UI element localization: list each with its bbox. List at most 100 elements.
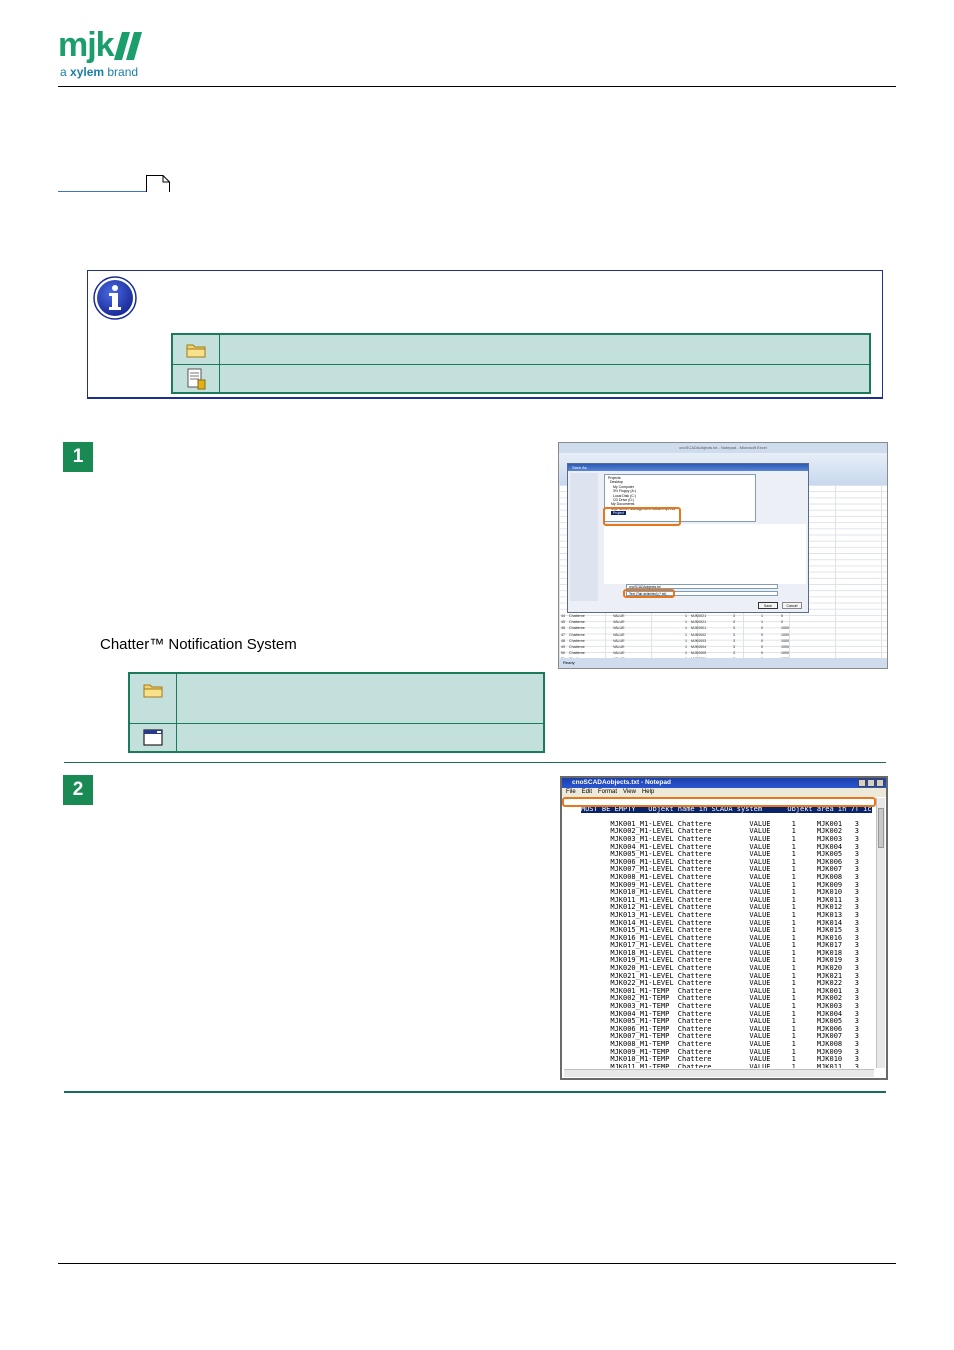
legend-icon-cell [173, 365, 220, 392]
footer-rule [58, 1263, 896, 1264]
tree-item[interactable]: My Computer [613, 484, 635, 489]
spreadsheet-cell: Chatterne [569, 651, 585, 656]
spreadsheet-cell: 1 [761, 620, 763, 625]
excel-save-as-screenshot: cnoSCADAobjects.txt - Notepad - Microsof… [558, 442, 888, 669]
horizontal-scrollbar[interactable] [564, 1069, 874, 1077]
spreadsheet-cell: 1000 [781, 626, 789, 631]
spreadsheet-cell: 3 [733, 626, 735, 631]
notepad-line: MJK014_M1-LEVEL Chattere VALUE 1 MJK014 … [564, 918, 860, 927]
spreadsheet-cell: 1 [685, 644, 687, 649]
legend-icon-cell [130, 724, 177, 751]
tree-item[interactable]: My Documents [611, 502, 635, 507]
notepad-line: MJK005_M1-LEVEL Chattere VALUE 1 MJK005 … [564, 850, 860, 859]
spreadsheet-cell: 1 [685, 651, 687, 656]
tree-item[interactable]: 3½ Floppy (A:) [613, 489, 636, 494]
notepad-line: MJK009_M1-TEMP Chattere VALUE 1 MJK009 3 [564, 1047, 860, 1056]
legend-row-document [173, 364, 869, 392]
spreadsheet-cell: Chatterne [569, 632, 585, 637]
tree-item[interactable]: CD Drive (D:) [613, 498, 634, 503]
spreadsheet-cell: Chatterne [569, 644, 585, 649]
spreadsheet-cell: VALUE [613, 638, 625, 643]
tree-item[interactable]: Local Disk (C:) [613, 493, 636, 498]
spreadsheet-cell: 1 [761, 614, 763, 618]
excel-title-bar: cnoSCADAobjects.txt - Notepad - Microsof… [559, 443, 887, 453]
spreadsheet-cell: MJK0021 [691, 614, 707, 618]
spreadsheet-cell: 1000 [781, 644, 789, 649]
spreadsheet-cell: 46 [561, 626, 565, 631]
notepad-line: MJK008_M1-TEMP Chattere VALUE 1 MJK008 3 [564, 1040, 860, 1048]
notepad-line: MJK010_M1-LEVEL Chattere VALUE 1 MJK010 … [564, 888, 860, 897]
highlight-save-as-type [623, 589, 675, 598]
menu-item-file[interactable]: File [566, 789, 576, 795]
logo-slashes-icon [114, 32, 142, 60]
spreadsheet-cell: 49 [561, 644, 565, 649]
notepad-line: MJK022_M1-LEVEL Chattere VALUE 1 MJK022 … [564, 979, 860, 988]
tree-item-folder[interactable]: Projects [608, 476, 621, 480]
maximize-icon[interactable] [867, 779, 875, 787]
notepad-line: MJK019_M1-LEVEL Chattere VALUE 1 MJK019 … [564, 956, 860, 965]
spreadsheet-cell: 3 [733, 614, 735, 618]
close-icon[interactable] [876, 779, 884, 787]
legend-row-folder [173, 335, 869, 364]
notepad-line: MJK017_M1-LEVEL Chattere VALUE 1 MJK017 … [564, 941, 860, 950]
notepad-line: MJK016_M1-LEVEL Chattere VALUE 1 MJK016 … [564, 933, 860, 942]
info-legend-table [171, 333, 871, 394]
window-icon [143, 729, 163, 746]
header-rule [58, 86, 896, 87]
link-underline[interactable] [58, 191, 146, 192]
notepad-line: MJK003_M1-TEMP Chattere VALUE 1 MJK003 3 [564, 1002, 860, 1011]
dialog-cancel-button[interactable]: Cancel [782, 602, 802, 609]
minimize-icon[interactable] [858, 779, 866, 787]
notepad-line: MJK008_M1-LEVEL Chattere VALUE 1 MJK008 … [564, 872, 860, 881]
menu-item-edit[interactable]: Edit [581, 789, 593, 795]
dialog-places-bar [570, 473, 598, 601]
scroll-thumb[interactable] [878, 808, 884, 848]
file-name-field[interactable]: cnoSCADAobjects.txt [626, 584, 778, 589]
vertical-scrollbar[interactable] [876, 798, 885, 1068]
notepad-line: MJK015_M1-LEVEL Chattere VALUE 1 MJK015 … [564, 926, 860, 935]
spreadsheet-cell: MJK0003 [691, 638, 707, 643]
notepad-line: MJK005_M1-TEMP Chattere VALUE 1 MJK005 3 [564, 1017, 860, 1026]
menu-item-view[interactable]: View [623, 789, 636, 795]
spreadsheet-cell: 3 [733, 651, 735, 656]
save-as-type-field[interactable]: Text (Tab delimited) (*.txt) [626, 591, 778, 596]
tree-item[interactable]: Desktop [610, 480, 623, 485]
spreadsheet-cell: 0 [761, 638, 763, 643]
highlight-project-folder [603, 507, 681, 526]
tree-item[interactable]: Project [611, 511, 626, 516]
notepad-line: MJK004_M1-LEVEL Chattere VALUE 1 MJK004 … [564, 842, 860, 851]
legend-row-folder [130, 674, 543, 723]
spreadsheet-cell: 0 [761, 644, 763, 649]
step-1-badge: 1 [63, 442, 93, 472]
dialog-save-button[interactable]: Save [758, 602, 778, 609]
spreadsheet-cell: 45 [561, 620, 565, 625]
folder-icon [143, 684, 163, 698]
menu-item-format[interactable]: Format [598, 789, 618, 795]
notepad-line: MJK002_M1-LEVEL Chattere VALUE 1 MJK002 … [564, 827, 860, 836]
spreadsheet-cell: 1 [685, 620, 687, 625]
notepad-line: MJK006_M1-LEVEL Chattere VALUE 1 MJK006 … [564, 857, 860, 866]
notepad-line: MJK011_M1-LEVEL Chattere VALUE 1 MJK011 … [564, 895, 860, 904]
logo-brand: mjk [58, 26, 115, 64]
notepad-line: MJK012_M1-LEVEL Chattere VALUE 1 MJK012 … [564, 903, 860, 912]
spreadsheet-cell: Chatterne [569, 620, 585, 625]
notepad-line: MJK009_M1-LEVEL Chattere VALUE 1 MJK009 … [564, 880, 860, 889]
step-separator [64, 762, 886, 763]
spreadsheet-cell: 48 [561, 638, 565, 643]
spreadsheet-cell: 3 [733, 620, 735, 625]
spreadsheet-cell: 1 [685, 626, 687, 631]
notepad-text-area[interactable]: MUST BE EMPTY Objekt name in SCADA syste… [564, 798, 874, 1068]
spreadsheet-cell: MJK0001 [691, 626, 707, 631]
info-icon [93, 276, 137, 320]
spreadsheet-cell: 1 [685, 632, 687, 637]
mjk-logo: mjk a xylem brand [58, 28, 158, 82]
menu-item-help[interactable]: Help [641, 789, 655, 795]
spreadsheet-cell: VALUE [613, 632, 625, 637]
spreadsheet-cell: 47 [561, 632, 565, 637]
notepad-title-bar: cnoSCADAobjects.txt - Notepad [562, 778, 886, 788]
dialog-preview-area [604, 524, 806, 584]
